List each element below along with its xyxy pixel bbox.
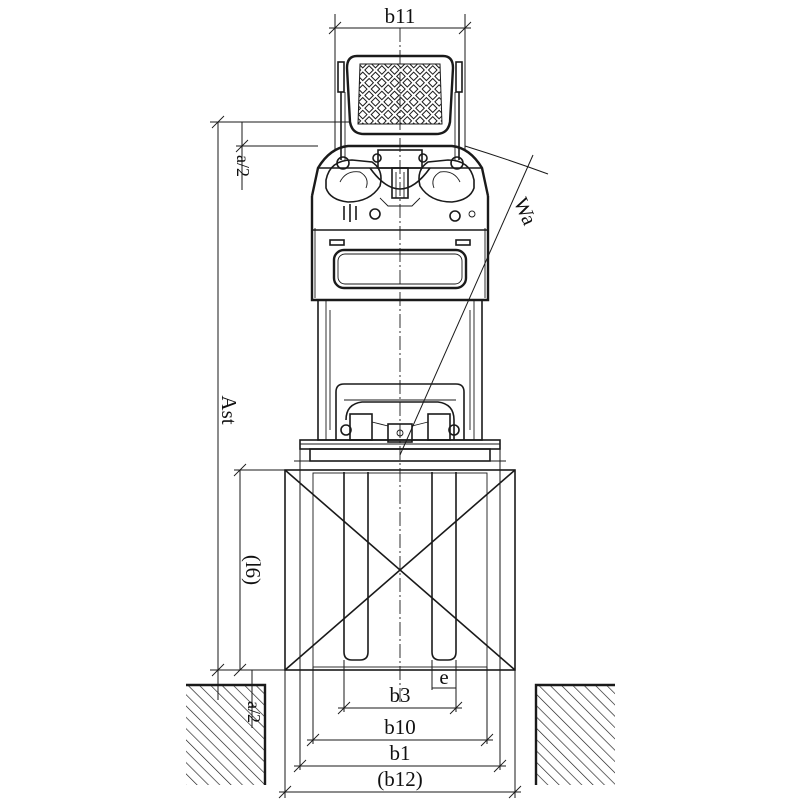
- seat-backrest: [345, 54, 455, 136]
- right-handle: [450, 61, 464, 170]
- label-a-half-top: a/2: [233, 155, 253, 177]
- right-fork: [431, 472, 457, 661]
- label-l6: (l6): [241, 555, 265, 585]
- load-pallet: [284, 469, 516, 671]
- label-b3: b3: [390, 683, 411, 707]
- l6-dimension: [233, 463, 285, 677]
- label-b1: b1: [390, 741, 411, 765]
- a-half-top-dimension: [235, 122, 318, 190]
- e-dimension: [431, 660, 457, 690]
- b10-dimension: [306, 667, 494, 747]
- b3-dimension: [337, 660, 463, 715]
- left-fork: [343, 472, 369, 661]
- label-a-half-bottom: a/2: [244, 701, 264, 723]
- right-aisle-wall: [534, 683, 615, 785]
- operator-console: [310, 144, 490, 207]
- ast-dimension: [210, 115, 350, 700]
- b1-dimension: [293, 449, 507, 773]
- label-ast: Ast: [217, 395, 241, 424]
- label-e: e: [439, 665, 448, 689]
- label-b11: b11: [385, 4, 416, 28]
- left-aisle-wall: [186, 683, 267, 785]
- label-b12: (b12): [377, 767, 423, 791]
- wa-radius-line: [399, 145, 549, 456]
- label-b10: b10: [384, 715, 416, 739]
- b11-dimension: [328, 14, 472, 150]
- fork-carriage: [294, 383, 506, 462]
- b12-dimension: [278, 670, 522, 799]
